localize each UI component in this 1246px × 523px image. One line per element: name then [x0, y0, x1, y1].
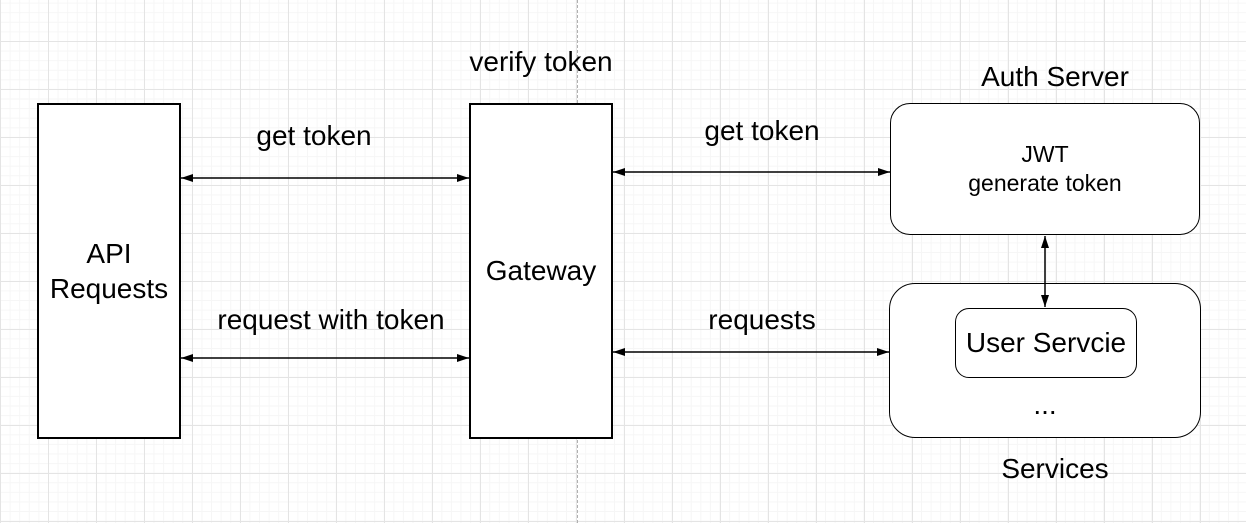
edge-label-get-token-auth[interactable]: get token: [704, 115, 820, 147]
node-gateway[interactable]: Gateway: [469, 103, 613, 439]
edge-label-requests[interactable]: requests: [708, 304, 816, 336]
edge-label-request-with-token[interactable]: request with token: [217, 304, 445, 336]
edge-label-get-token-top[interactable]: get token: [256, 120, 372, 152]
node-api-requests[interactable]: API Requests: [37, 103, 181, 439]
label-services-ellipsis[interactable]: ...: [1033, 389, 1057, 421]
node-user-service[interactable]: User Servcie: [955, 308, 1137, 378]
auth-server-body-label: JWT generate token: [968, 141, 1122, 196]
api-requests-label: API Requests: [49, 237, 169, 304]
label-services[interactable]: Services: [1001, 453, 1109, 485]
node-auth-server[interactable]: JWT generate token: [890, 103, 1200, 235]
user-service-label: User Servcie: [965, 327, 1127, 359]
label-verify-token[interactable]: verify token: [469, 46, 613, 78]
gateway-label: Gateway: [485, 255, 597, 287]
label-auth-server[interactable]: Auth Server: [981, 61, 1129, 93]
